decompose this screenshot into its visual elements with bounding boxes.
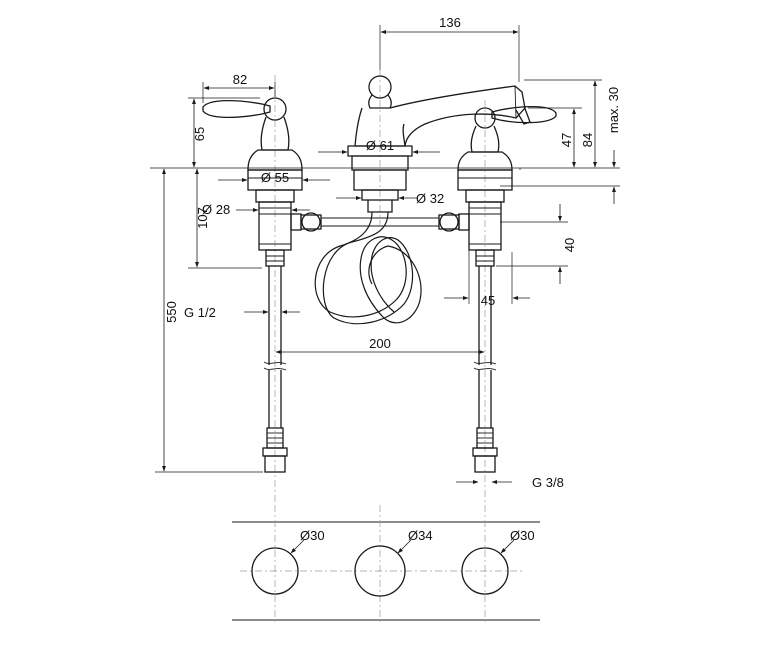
dim-spout-height-47-label: 47	[559, 133, 574, 147]
dim-outlet-thread-label: G 3/8	[532, 475, 564, 490]
dim-handle-height-label: 65	[192, 127, 207, 141]
coiled-hose	[314, 211, 422, 325]
dim-spout-reach: 136	[379, 15, 520, 82]
dim-body-dia-label: Ø 55	[261, 170, 289, 185]
dim-body-below: 107	[188, 168, 262, 269]
left-valve	[202, 97, 303, 267]
dim-body-below-label: 107	[195, 207, 210, 229]
dim-body-dia: Ø 55	[218, 170, 330, 185]
dim-handle-width-label: 82	[233, 72, 247, 87]
spout	[347, 75, 531, 213]
dim-spout-heights: 47 84 max. 30	[524, 79, 621, 204]
dim-handle-width: 82	[202, 72, 276, 103]
hole-right-label: Ø30	[510, 528, 535, 543]
deck-hole-left	[251, 547, 299, 595]
hole-left-label: Ø30	[300, 528, 325, 543]
hole-center-label: Ø34	[408, 528, 433, 543]
deck-hole-layout: Ø30 Ø34 Ø30	[232, 505, 540, 622]
cross-connectors	[300, 212, 460, 232]
right-valve	[457, 105, 557, 267]
dim-spout-reach-label: 136	[439, 15, 461, 30]
deck-hole-center	[354, 545, 406, 597]
deck-lines	[150, 167, 620, 187]
dim-spout-base: Ø 61	[318, 138, 440, 154]
dim-connection-height: 40	[496, 204, 577, 284]
supply-hoses	[262, 266, 498, 473]
dim-total-height-label: 550	[164, 301, 179, 323]
dim-centers: 200	[275, 336, 485, 354]
dim-inlet-thread: G 1/2	[184, 305, 300, 320]
dim-hose-dia-label: Ø 32	[416, 191, 444, 206]
dim-valve-dia: Ø 28	[202, 202, 310, 217]
dim-deck-max-label: max. 30	[606, 87, 621, 133]
dim-connection-offset-label: 45	[481, 293, 495, 308]
dim-valve-dia-label: Ø 28	[202, 202, 230, 217]
dim-handle-height: 65	[188, 97, 260, 168]
dim-total-height: 550	[155, 168, 263, 473]
dim-centers-label: 200	[369, 336, 391, 351]
dim-inlet-thread-label: G 1/2	[184, 305, 216, 320]
dim-hose-dia: Ø 32	[336, 191, 444, 206]
dim-spout-height-84-label: 84	[580, 133, 595, 147]
deck-hole-right	[461, 547, 509, 595]
dim-spout-base-label: Ø 61	[366, 138, 394, 153]
dim-outlet-thread: G 3/8	[456, 475, 564, 490]
dim-connection-offset: 45	[444, 232, 530, 308]
dim-connection-height-label: 40	[562, 238, 577, 252]
center-lines	[274, 70, 486, 505]
